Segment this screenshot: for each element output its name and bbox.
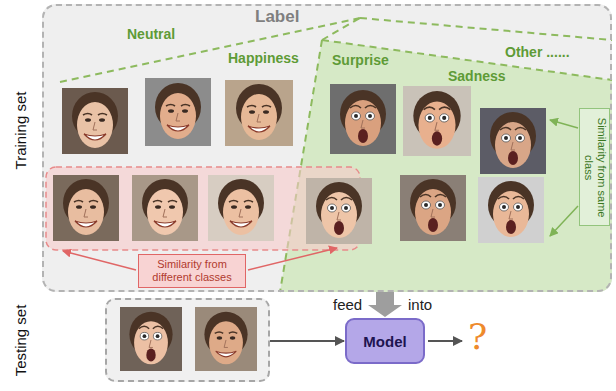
flow-word: into <box>408 296 432 313</box>
callout-box: Similarity from different classes <box>138 254 246 288</box>
class-label: Happiness <box>228 50 299 66</box>
training-ground <box>42 4 612 292</box>
flow-word: feed <box>333 296 362 313</box>
callout-box: Similarity from same class <box>579 108 610 226</box>
callout-text: Similarity from different classes <box>143 258 241 283</box>
class-label: Neutral <box>127 26 175 42</box>
region-heading: Label <box>255 7 299 27</box>
same-class-region <box>280 40 612 292</box>
testing-ground <box>105 298 270 382</box>
model-box: Model <box>345 318 425 364</box>
side-heading: Training set <box>12 65 29 195</box>
model-label: Model <box>363 333 406 350</box>
class-label: Surprise <box>332 52 389 68</box>
feed-arrow <box>368 292 402 317</box>
class-label: Other ...... <box>505 44 570 60</box>
class-divider-lines <box>60 18 612 292</box>
flow-arrow <box>270 340 344 342</box>
testing-set-box: Testing set <box>105 298 270 382</box>
side-heading: Testing set <box>12 295 29 385</box>
class-label: Sadness <box>448 68 506 84</box>
same-class-arrows <box>550 120 578 236</box>
callout-text: Similarity from same class <box>582 112 607 222</box>
face-photos <box>53 78 546 371</box>
unknown-mark: ? <box>468 316 487 357</box>
output-arrow <box>428 340 462 342</box>
